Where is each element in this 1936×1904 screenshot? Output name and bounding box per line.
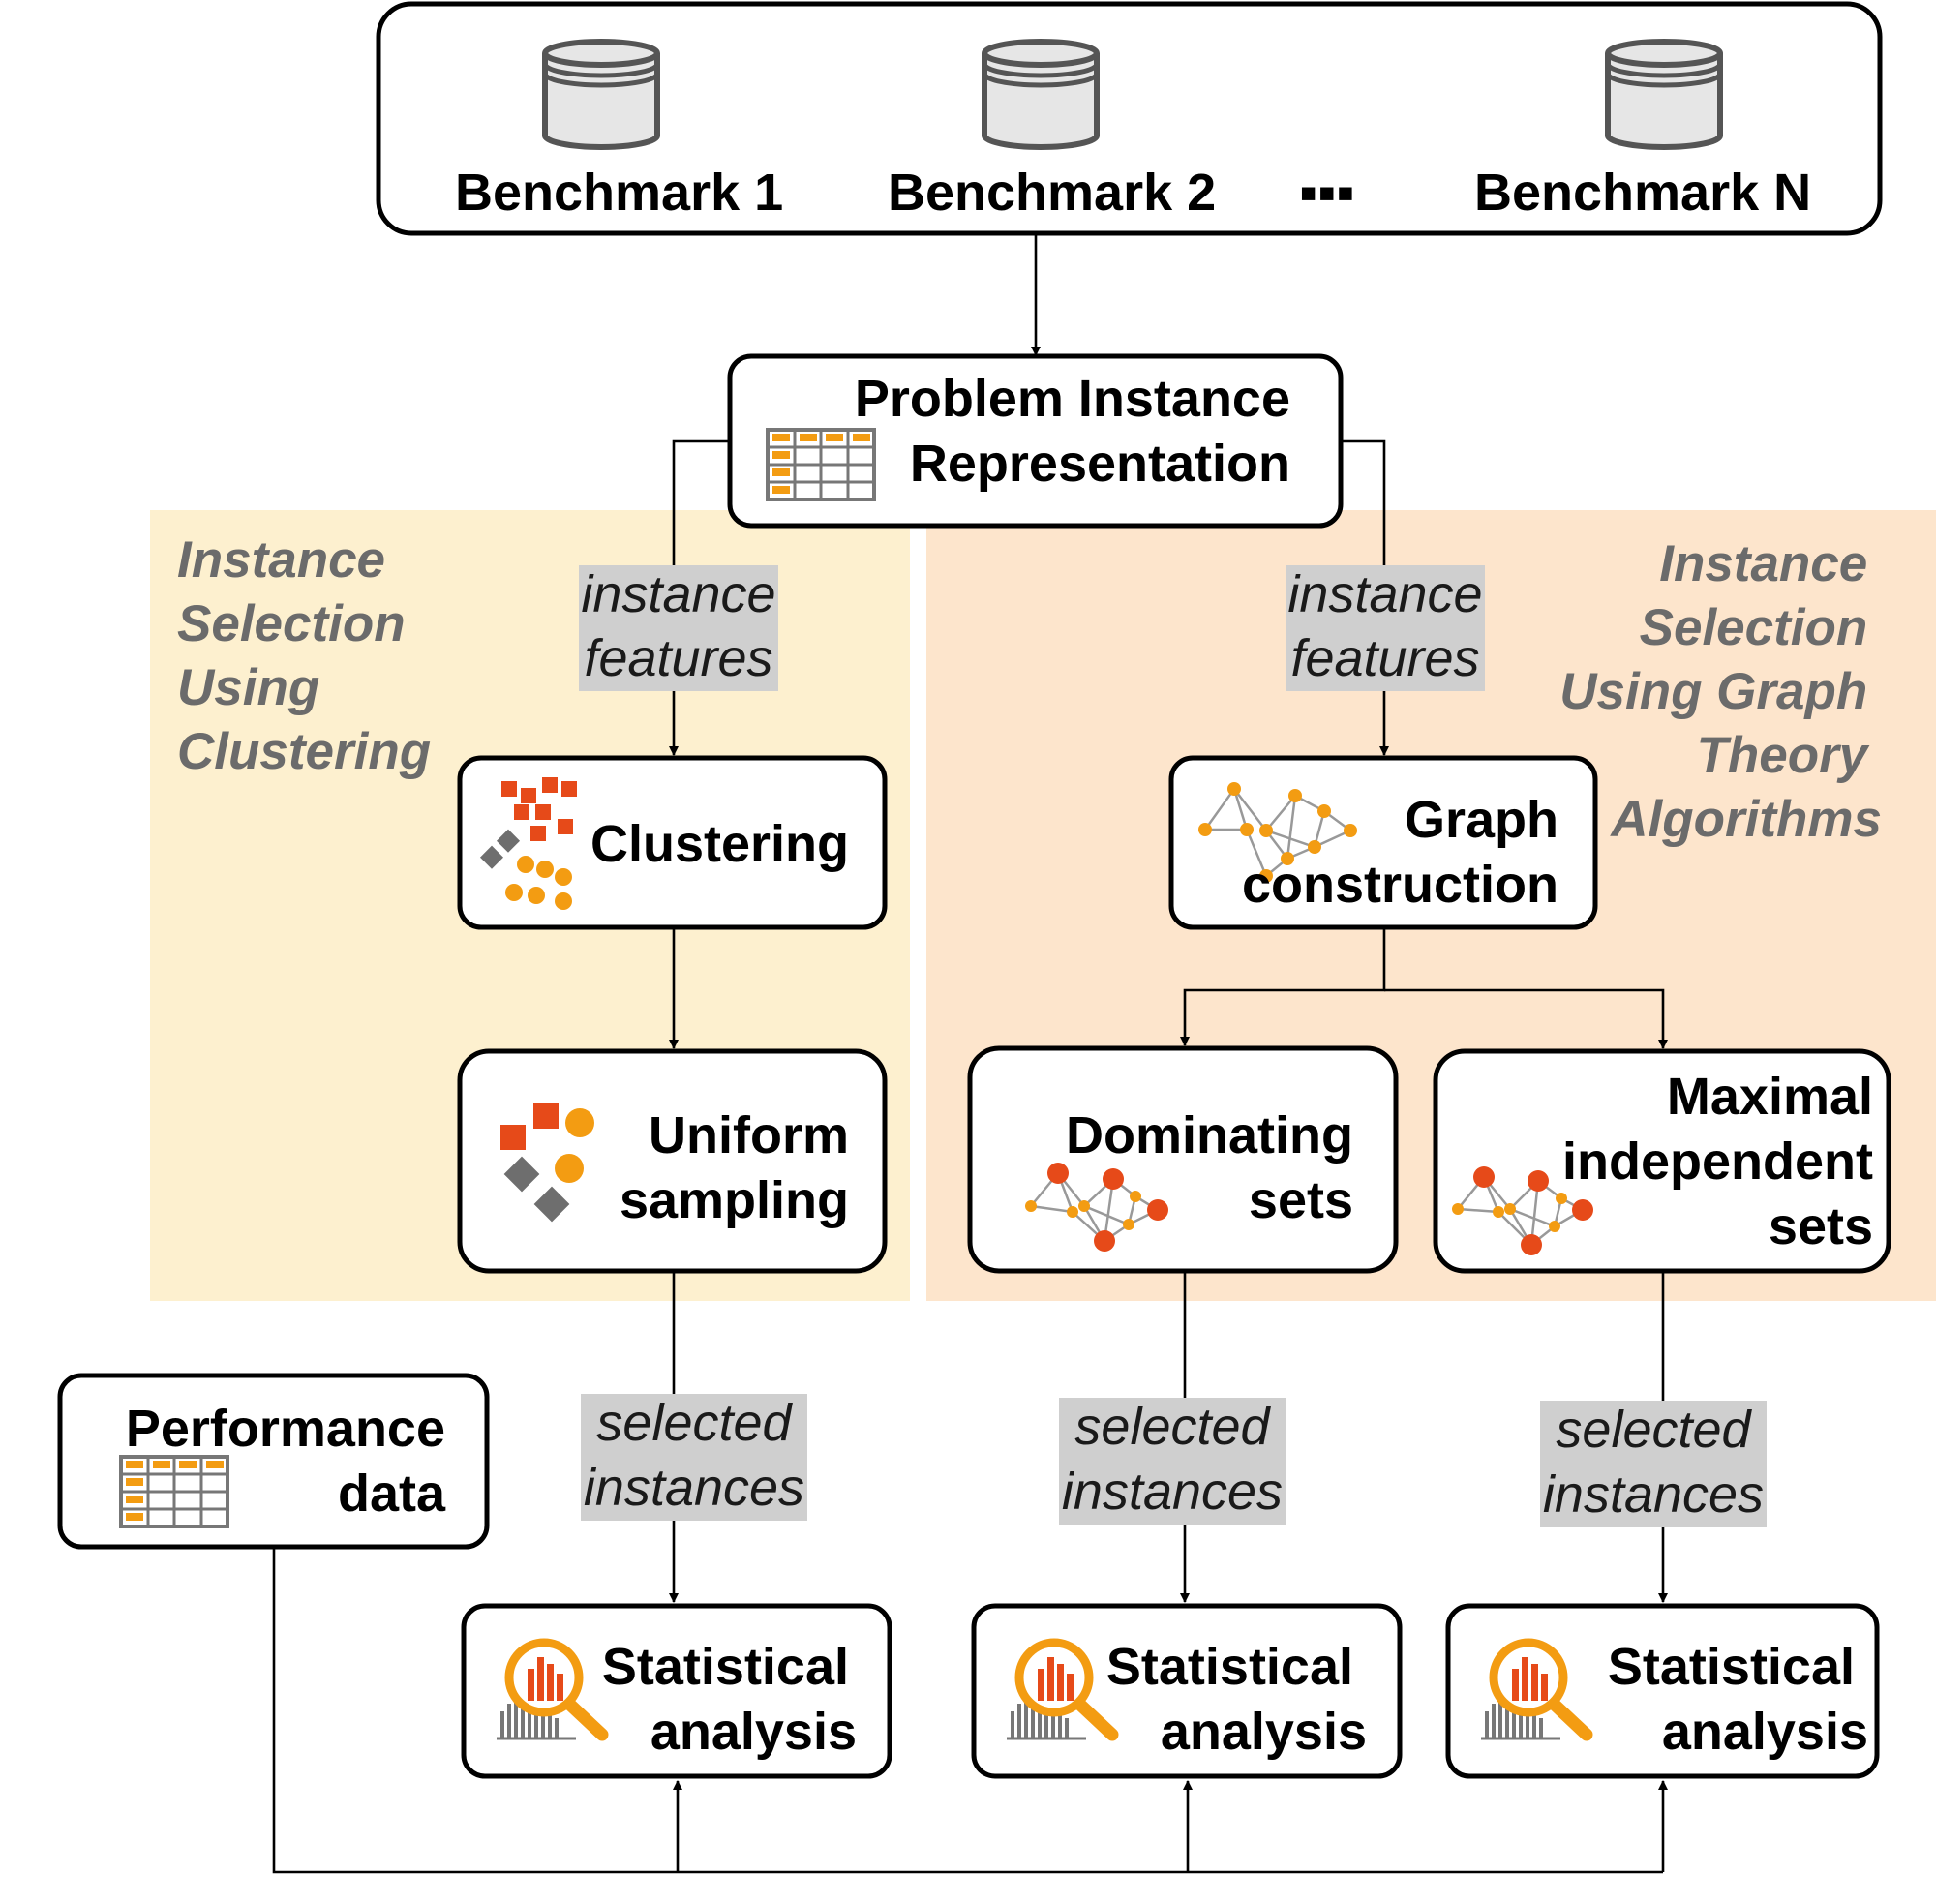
clustering-box: Clustering bbox=[457, 755, 888, 930]
table-icon bbox=[766, 428, 876, 501]
database-icon bbox=[982, 39, 1100, 150]
chart-magnifier-icon bbox=[1007, 1638, 1119, 1741]
sampling-icon bbox=[500, 1103, 594, 1223]
graph-network-icon bbox=[1452, 1166, 1593, 1255]
chart-magnifier-icon bbox=[497, 1638, 609, 1741]
table-icon bbox=[119, 1455, 229, 1528]
database-icon bbox=[542, 39, 660, 150]
benchmarks-box: Benchmark 1 Benchmark 2 ▪▪▪ Benchmark N bbox=[376, 1, 1883, 236]
database-icon bbox=[1605, 39, 1723, 150]
chart-magnifier-icon bbox=[1481, 1638, 1593, 1741]
graph-network-icon bbox=[1198, 782, 1357, 883]
clustering-region-label: Instance Selection Using Clustering bbox=[177, 531, 431, 780]
svg-text:Clustering: Clustering bbox=[590, 815, 849, 873]
benchmark-label: Benchmark 1 bbox=[455, 164, 783, 222]
benchmark-label: Benchmark 2 bbox=[888, 164, 1216, 222]
graph-region-label: Instance Selection Using Graph Theory Al… bbox=[1559, 535, 1882, 848]
benchmark-label: Benchmark N bbox=[1474, 164, 1811, 222]
benchmark-ellipsis: ▪▪▪ bbox=[1299, 164, 1354, 222]
clustering-icon bbox=[479, 777, 577, 910]
graph-network-icon bbox=[1025, 1163, 1168, 1252]
